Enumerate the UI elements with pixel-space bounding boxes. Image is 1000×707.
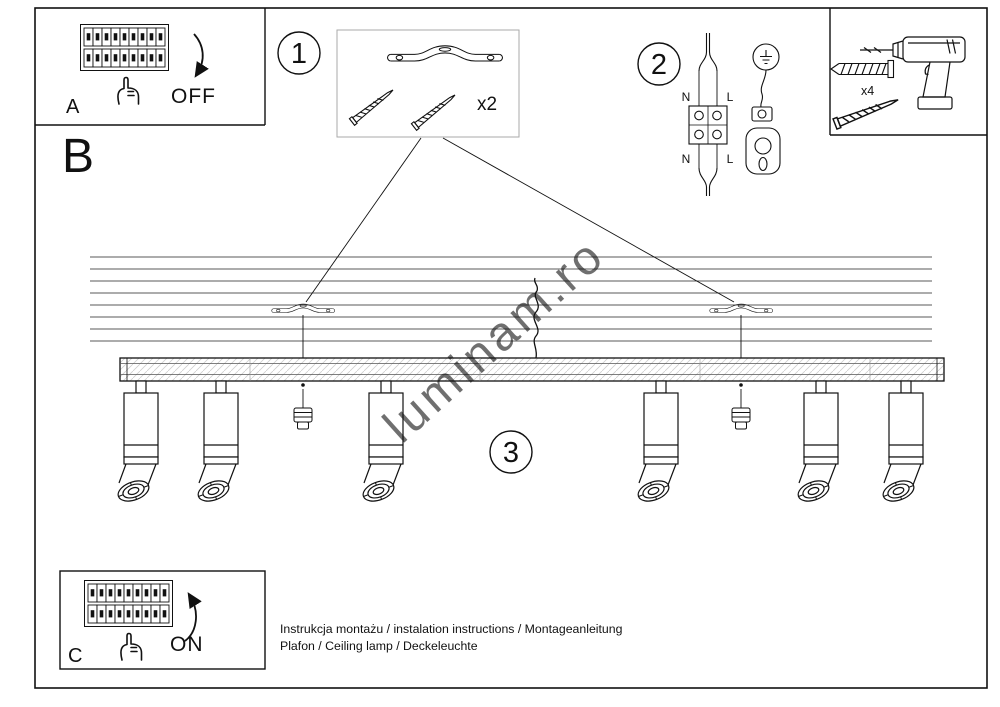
label-on: ON	[170, 633, 204, 656]
box-c: ON C	[59, 570, 266, 670]
long-screw-icon	[832, 93, 901, 130]
step2-circle	[637, 42, 681, 86]
box-a: OFF A	[35, 8, 266, 126]
breaker-panel-icon	[81, 25, 169, 71]
outer-border	[34, 7, 988, 689]
step2-group: 2 N L N L	[637, 33, 781, 196]
label-off: OFF	[171, 85, 216, 108]
arrow-up-icon	[184, 592, 202, 642]
terminal-label-l-top: L	[727, 90, 734, 104]
spotlight	[794, 380, 839, 506]
terminal-label-n-top: N	[682, 90, 691, 104]
wall-plug-icon	[830, 59, 895, 79]
step3-circle	[489, 430, 533, 474]
terminal-label-n-bottom: N	[682, 152, 691, 166]
ground-lug-icon	[745, 127, 781, 175]
spotlight	[114, 380, 159, 506]
spotlight	[879, 380, 924, 506]
step3-group: 3	[489, 430, 533, 474]
spotlights	[114, 380, 924, 506]
step1-circle	[277, 31, 321, 75]
spotlight	[634, 380, 679, 506]
terminal-label-l-bottom: L	[727, 152, 734, 166]
wiring-diagram	[688, 33, 781, 196]
bracket-quantity: x2	[477, 94, 497, 115]
footer: Instrukcja montażu / instalation instruc…	[280, 622, 623, 653]
breaker-panel-icon	[85, 581, 173, 627]
cable-gland-icon	[731, 407, 751, 430]
ceiling-lines	[90, 256, 932, 342]
tools-box: x4	[829, 8, 987, 136]
label-c: C	[68, 645, 82, 667]
step1-box	[336, 29, 520, 138]
ground-terminal-icon	[751, 106, 773, 122]
ceiling-bracket-right	[709, 303, 773, 430]
step2-number: 2	[651, 49, 667, 81]
ceiling-bracket-left	[271, 303, 335, 430]
label-b: B	[62, 130, 94, 183]
anchor-quantity: x4	[861, 84, 874, 98]
label-a: A	[66, 96, 80, 118]
drill-icon	[860, 36, 966, 110]
footer-line1: Instrukcja montażu / instalation instruc…	[280, 622, 623, 636]
watermark: luminam.ro	[374, 228, 616, 453]
spotlight	[194, 380, 239, 506]
cable-gland-icon	[293, 407, 313, 430]
footer-line2: Plafon / Ceiling lamp / Deckeleuchte	[280, 639, 478, 653]
power-cable	[533, 277, 539, 359]
hand-icon	[117, 76, 140, 105]
leader-lines	[305, 137, 735, 303]
step3-number: 3	[503, 437, 519, 469]
step1-group: 1 x2	[277, 29, 520, 138]
step1-number: 1	[291, 38, 307, 70]
mounting-rail	[119, 357, 945, 382]
arrow-down-icon	[193, 33, 209, 78]
